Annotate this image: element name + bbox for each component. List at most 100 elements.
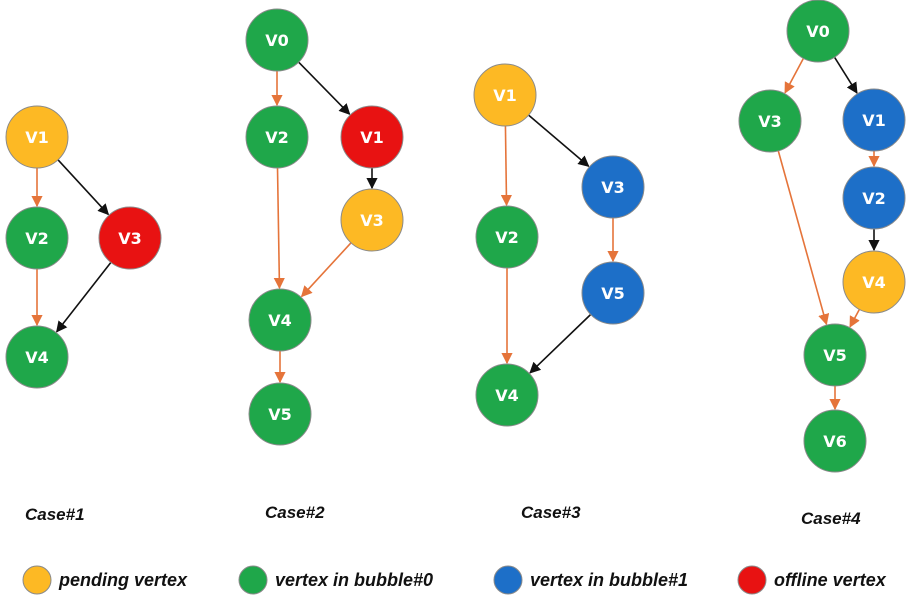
case4-edge-v3-v5 — [777, 150, 830, 326]
legend-item-pending: pending vertex — [22, 565, 188, 595]
vertex-circle — [98, 206, 162, 270]
vertex-circle — [475, 363, 539, 427]
case-1-caption: Case#1 — [25, 505, 85, 524]
vertex-label: V1 — [25, 128, 49, 147]
case-4-caption: Case#4 — [801, 509, 861, 528]
vertex-label: V4 — [495, 386, 519, 405]
vertex-circle — [803, 323, 867, 387]
case4-vertex-v3: V3 — [738, 89, 802, 153]
case4-vertex-v5: V5 — [803, 323, 867, 387]
bubble0-legend-icon — [238, 565, 268, 595]
case3-vertex-v5: V5 — [581, 261, 645, 325]
bubble1-legend-icon — [493, 565, 523, 595]
vertex-label: V2 — [495, 228, 519, 247]
pending-legend-icon — [22, 565, 52, 595]
vertex-label: V4 — [268, 311, 292, 330]
vertex-circle — [245, 105, 309, 169]
case4-edge-v0-v3 — [784, 57, 805, 94]
vertex-circle — [842, 88, 906, 152]
vertex-label: V4 — [25, 348, 49, 367]
vertex-circle — [5, 105, 69, 169]
vertex-circle — [340, 188, 404, 252]
vertex-label: V0 — [265, 31, 289, 50]
legend-label-offline: offline vertex — [774, 570, 887, 590]
vertex-label: V5 — [268, 405, 292, 424]
legend-item-bubble1: vertex in bubble#1 — [493, 565, 688, 595]
case2-vertex-v1: V1 — [340, 105, 404, 169]
vertex-label: V1 — [360, 128, 384, 147]
vertex-circle — [245, 8, 309, 72]
vertex-label: V1 — [862, 111, 886, 130]
case4-vertex-v1: V1 — [842, 88, 906, 152]
case2-vertex-v3: V3 — [340, 188, 404, 252]
case2-edge-v2-v4 — [273, 167, 285, 290]
legend-label-pending: pending vertex — [58, 570, 188, 590]
vertex-circle — [803, 409, 867, 473]
case1-edge-v1-v3 — [57, 159, 110, 216]
case-3-caption: Case#3 — [521, 503, 581, 522]
vertex-label: V5 — [601, 284, 625, 303]
case1-vertex-v2: V2 — [5, 206, 69, 270]
vertex-circle — [340, 105, 404, 169]
legend-label-bubble1: vertex in bubble#1 — [530, 570, 688, 590]
legend-item-bubble0: vertex in bubble#0 — [238, 565, 433, 595]
vertex-circle — [5, 325, 69, 389]
case4-vertex-v2: V2 — [842, 166, 906, 230]
vertex-circle — [248, 382, 312, 446]
vertex-label: V4 — [862, 273, 886, 292]
case1-vertex-v3: V3 — [98, 206, 162, 270]
case3-edge-v1-v3 — [528, 114, 590, 167]
case2-vertex-v0: V0 — [245, 8, 309, 72]
vertex-label: V3 — [118, 229, 142, 248]
case3-vertex-v1: V1 — [473, 63, 537, 127]
case4-vertex-v0: V0 — [786, 0, 850, 63]
legend-label-bubble0: vertex in bubble#0 — [275, 570, 433, 590]
case2-vertex-v2: V2 — [245, 105, 309, 169]
vertex-label: V2 — [862, 189, 886, 208]
vertex-circle — [248, 288, 312, 352]
case2-edge-v3-v4 — [300, 242, 352, 298]
case1-vertex-v4: V4 — [5, 325, 69, 389]
vertex-label: V1 — [493, 86, 517, 105]
case2-edge-v0-v1 — [298, 61, 351, 115]
case4-vertex-v6: V6 — [803, 409, 867, 473]
legend-item-offline: offline vertex — [737, 565, 887, 595]
case4-edge-v0-v1 — [833, 56, 858, 94]
case3-edge-v1-v2 — [500, 125, 513, 207]
case3-vertex-v2: V2 — [475, 205, 539, 269]
vertex-label: V6 — [823, 432, 847, 451]
vertex-label: V3 — [360, 211, 384, 230]
case-2-caption: Case#2 — [265, 503, 325, 522]
vertex-circle — [738, 89, 802, 153]
vertex-circle — [475, 205, 539, 269]
vertex-circle — [842, 250, 906, 314]
case2-vertex-v4: V4 — [248, 288, 312, 352]
case3-vertex-v4: V4 — [475, 363, 539, 427]
vertex-label: V2 — [25, 229, 49, 248]
case2-vertex-v5: V5 — [248, 382, 312, 446]
vertex-circle — [473, 63, 537, 127]
case4-edge-v4-v5 — [849, 308, 861, 328]
vertex-circle — [786, 0, 850, 63]
case4-vertex-v4: V4 — [842, 250, 906, 314]
case3-edge-v5-v4 — [529, 313, 592, 374]
vertex-circle — [581, 261, 645, 325]
vertex-circle — [581, 155, 645, 219]
vertex-label: V3 — [758, 112, 782, 131]
vertex-circle — [5, 206, 69, 270]
vertex-circle — [842, 166, 906, 230]
vertex-label: V3 — [601, 178, 625, 197]
case3-vertex-v3: V3 — [581, 155, 645, 219]
legend: pending vertex vertex in bubble#0 vertex… — [22, 565, 887, 595]
offline-legend-icon — [737, 565, 767, 595]
case1-vertex-v1: V1 — [5, 105, 69, 169]
vertex-label: V5 — [823, 346, 847, 365]
vertex-label: V2 — [265, 128, 289, 147]
case1-edge-v3-v4 — [56, 261, 112, 333]
vertex-label: V0 — [806, 22, 830, 41]
